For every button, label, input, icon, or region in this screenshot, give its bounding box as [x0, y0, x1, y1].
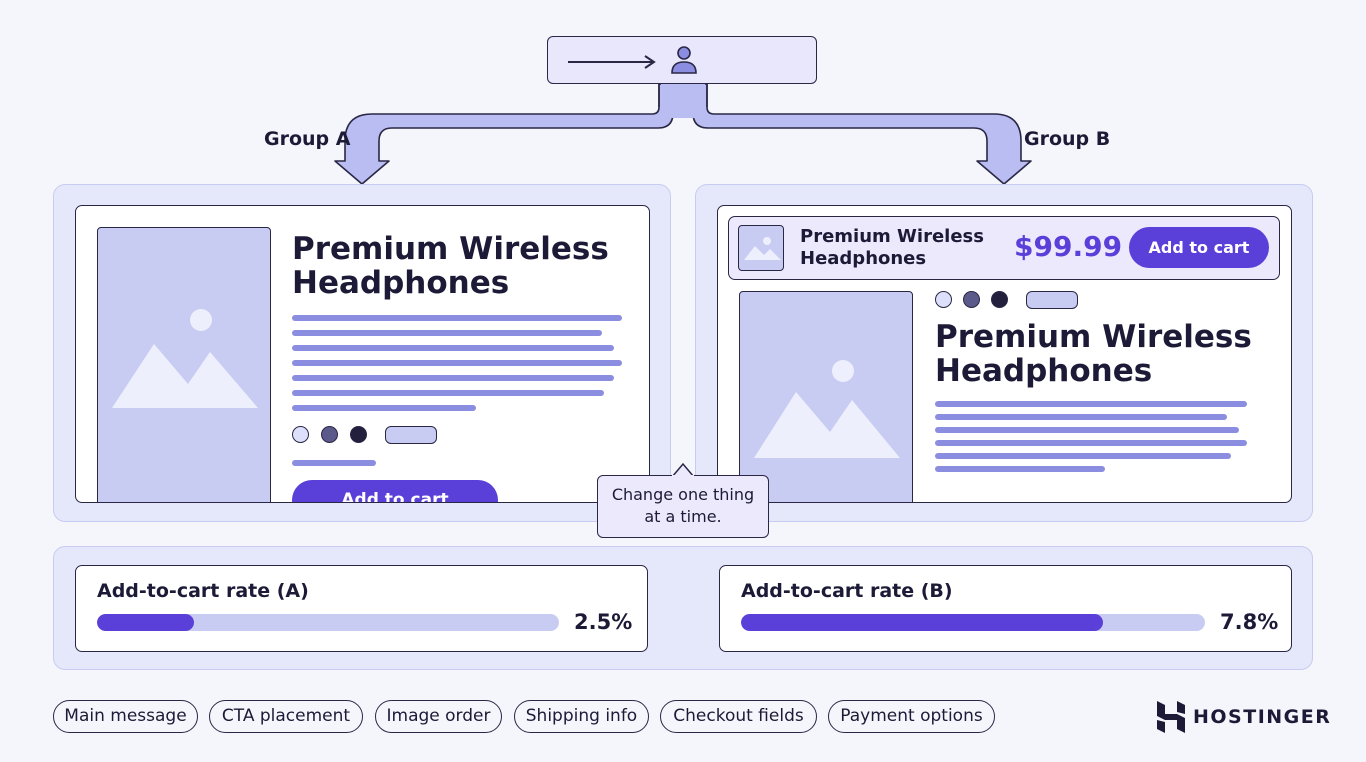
chip-image-order[interactable]: Image order [375, 700, 502, 733]
chip-checkout-fields[interactable]: Checkout fields [660, 700, 817, 733]
image-placeholder-icon [97, 227, 271, 502]
description-line [935, 453, 1231, 459]
group-a-label: Group A [264, 128, 351, 150]
variant-a-product-card: Premium Wireless Headphones Add to cart [75, 205, 650, 503]
progress-track [97, 614, 559, 631]
description-line [292, 360, 622, 366]
tooltip-line: Change one thing [611, 485, 755, 504]
chip-cta-placement[interactable]: CTA placement [209, 700, 363, 733]
group-b-label: Group B [1024, 128, 1111, 150]
description-line [935, 440, 1247, 446]
chip-shipping-info[interactable]: Shipping info [514, 700, 649, 733]
color-swatch[interactable] [321, 426, 338, 443]
color-swatch[interactable] [935, 291, 952, 308]
description-line [292, 345, 614, 351]
progress-track [741, 614, 1205, 631]
price-label: $99.99 [1014, 230, 1123, 263]
description-line [935, 427, 1239, 433]
metrics-panel: Add-to-cart rate (A) 2.5% Add-to-cart ra… [53, 546, 1313, 670]
description-line [292, 330, 602, 336]
tooltip: Change one thing at a time. [597, 462, 769, 538]
chip-payment-options[interactable]: Payment options [828, 700, 995, 733]
add-to-cart-button[interactable]: Add to cart [1129, 227, 1269, 268]
user-icon [671, 46, 697, 74]
option-pill[interactable] [385, 426, 437, 444]
description-line [292, 375, 614, 381]
hostinger-logo-icon [1157, 701, 1185, 733]
description-line [292, 315, 622, 321]
metric-label: Add-to-cart rate (B) [741, 580, 953, 602]
metric-value: 2.5% [574, 610, 633, 634]
color-swatch[interactable] [991, 291, 1008, 308]
add-to-cart-button[interactable]: Add to cart [292, 480, 498, 502]
description-line [935, 401, 1247, 407]
tooltip-pointer [671, 462, 695, 477]
tooltip-line: at a time. [644, 507, 722, 526]
color-swatch[interactable] [292, 426, 309, 443]
option-pill[interactable] [1026, 291, 1078, 309]
variant-a-title: Premium Wireless Headphones [292, 231, 609, 301]
color-swatch[interactable] [963, 291, 980, 308]
metric-card-b: Add-to-cart rate (B) 7.8% [719, 565, 1292, 652]
metric-value: 7.8% [1220, 610, 1279, 634]
sticky-cart-bar: Premium Wireless Headphones $99.99 Add t… [728, 216, 1280, 280]
progress-fill [97, 614, 195, 631]
description-line [935, 466, 1105, 472]
description-line [292, 390, 604, 396]
brand-name: HOSTINGER [1193, 706, 1332, 728]
image-placeholder-icon [738, 225, 784, 271]
description-line [935, 414, 1227, 420]
arrow-right-icon [568, 55, 656, 69]
split-arrows [334, 83, 1032, 185]
image-placeholder-icon [739, 291, 913, 502]
description-line [292, 405, 476, 411]
variant-b-product-card: Premium Wireless Headphones $99.99 Add t… [717, 205, 1292, 503]
variant-b-title: Premium Wireless Headphones [935, 319, 1252, 389]
variant-a-panel: Premium Wireless Headphones Add to cart [53, 184, 671, 522]
chip-main-message[interactable]: Main message [53, 700, 198, 733]
description-line [292, 460, 376, 466]
progress-fill [741, 614, 1103, 631]
sticky-product-title: Premium Wireless Headphones [800, 226, 984, 269]
metric-label: Add-to-cart rate (A) [97, 580, 309, 602]
metric-card-a: Add-to-cart rate (A) 2.5% [75, 565, 648, 652]
color-swatch[interactable] [350, 426, 367, 443]
variant-b-panel: Premium Wireless Headphones $99.99 Add t… [695, 184, 1313, 522]
visitor-box [547, 36, 817, 84]
